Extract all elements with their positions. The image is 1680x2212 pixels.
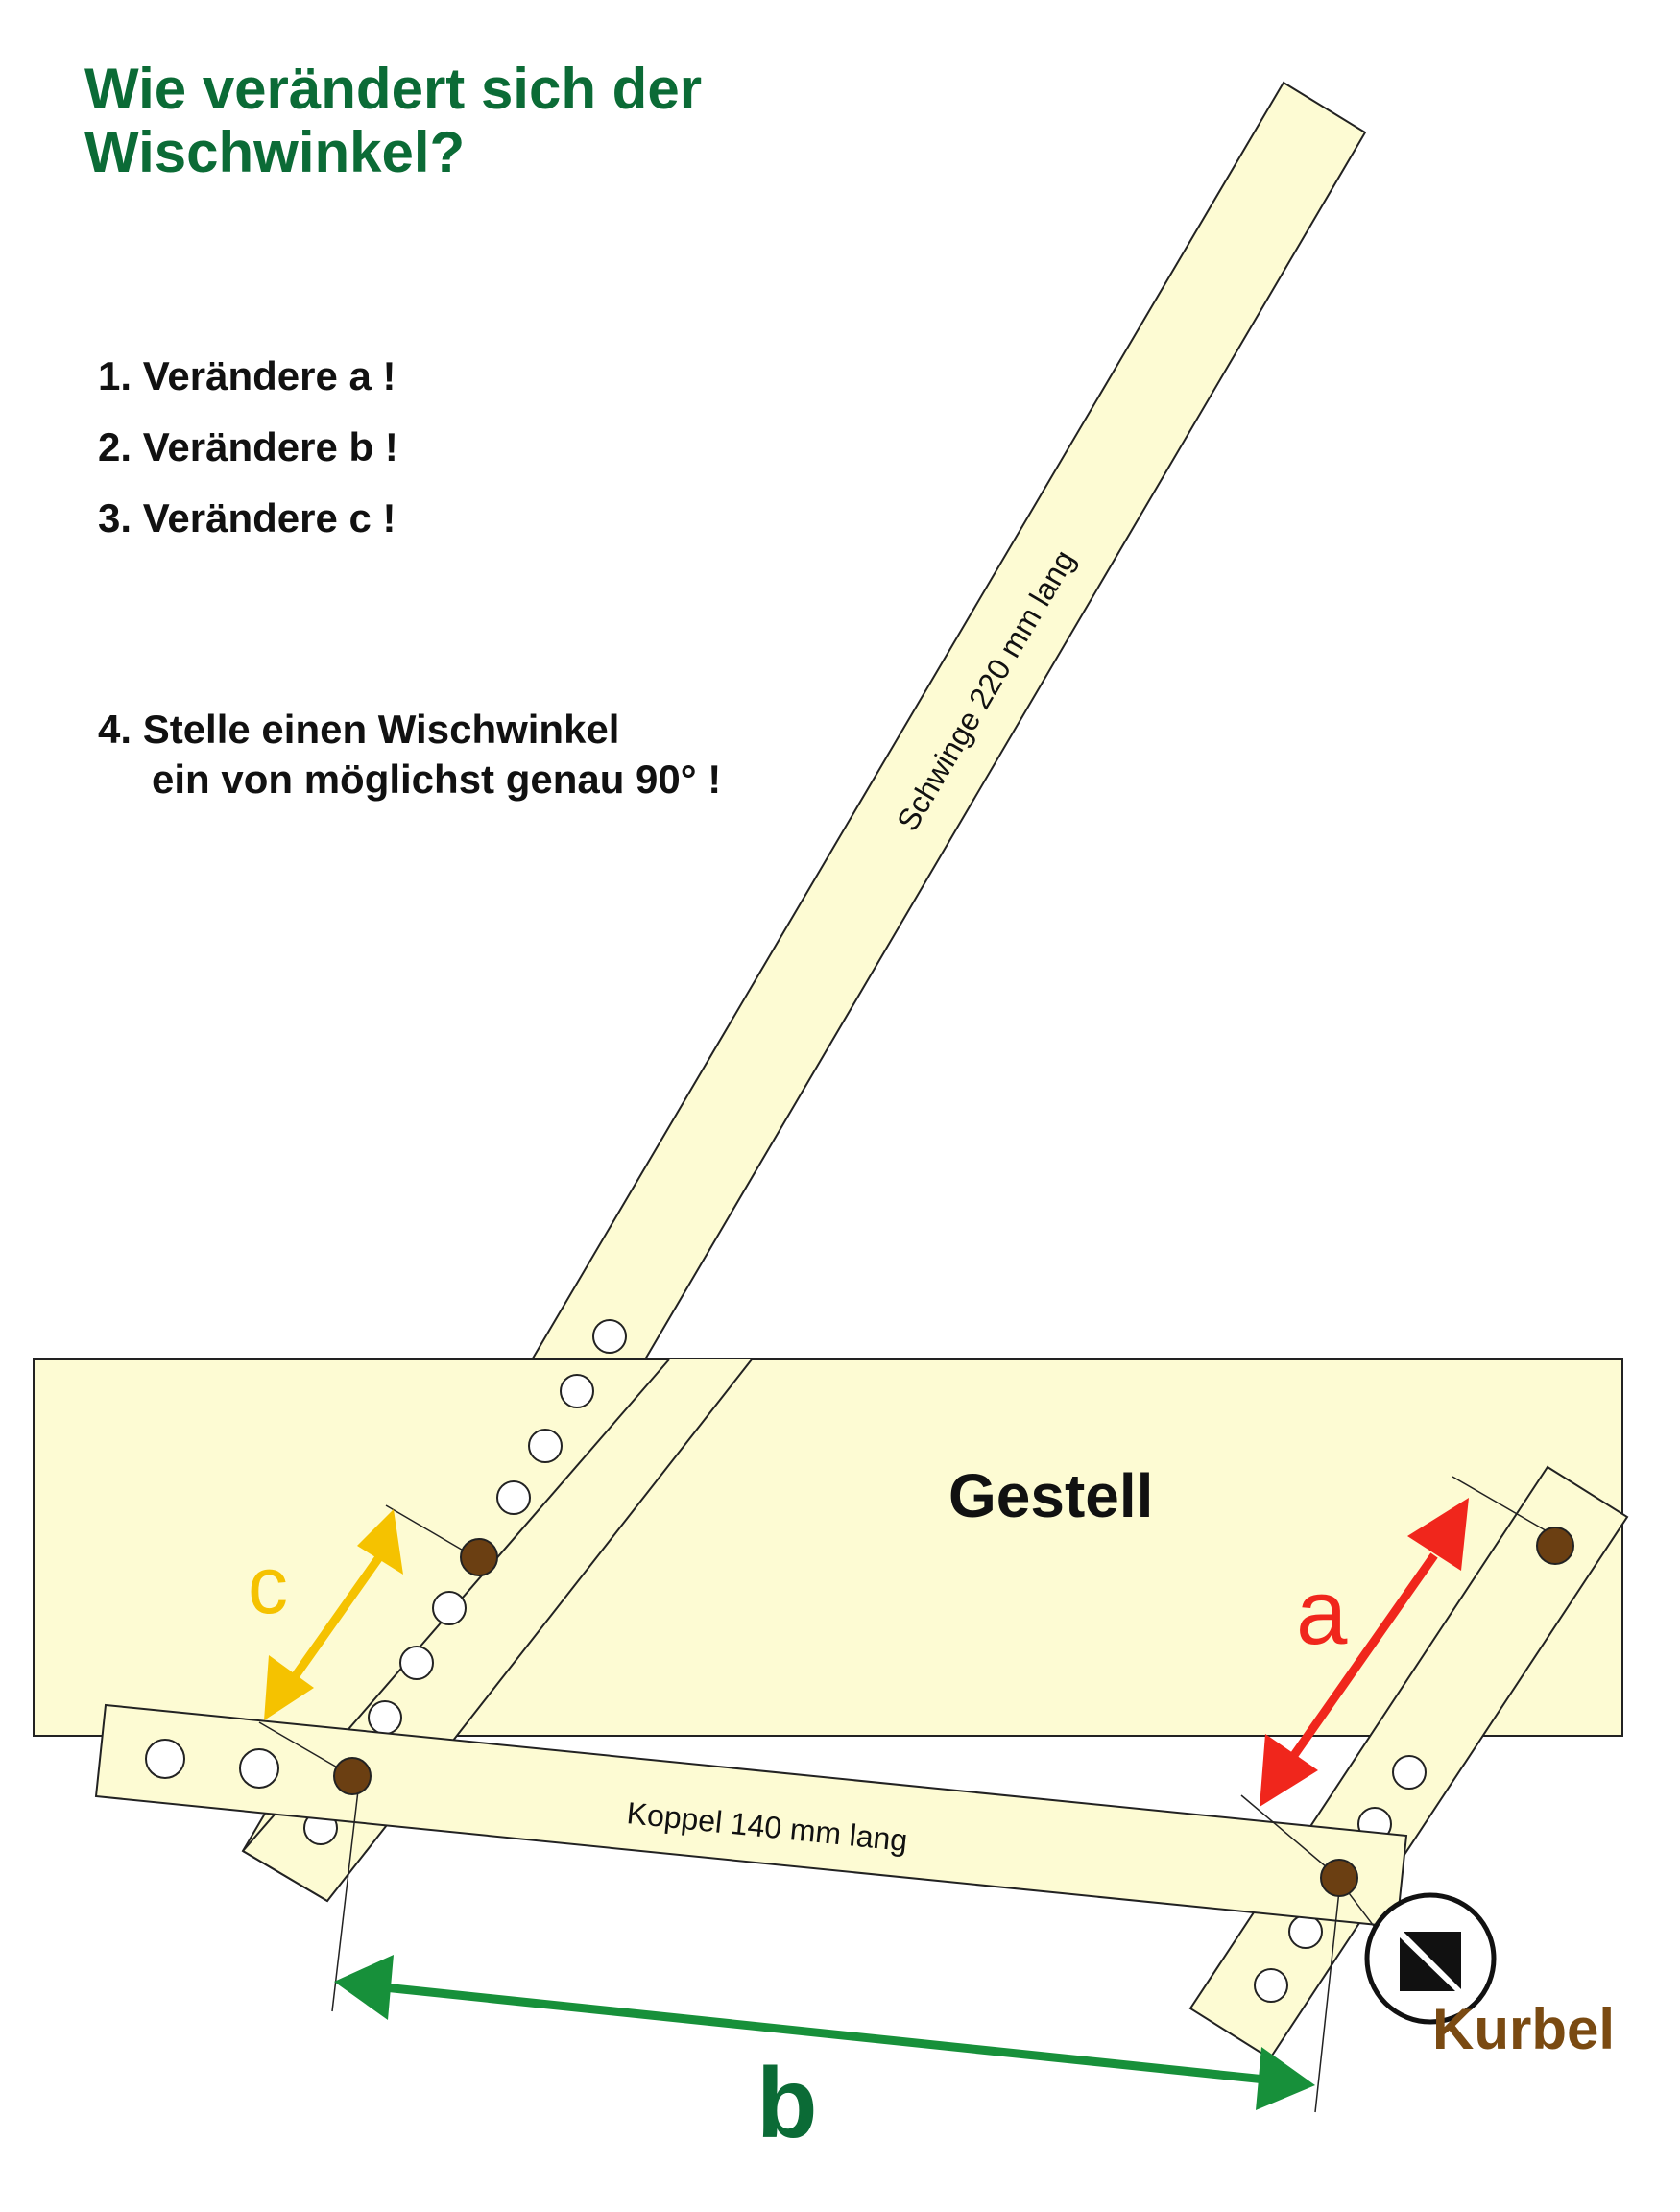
arrow-b: [334, 1955, 1315, 2110]
kurbel-label: Kurbel: [1432, 1997, 1615, 2061]
label-b: b: [756, 2048, 818, 2159]
task-3: 3. Verändere c !: [98, 495, 396, 541]
task-1: 1. Verändere a !: [98, 353, 396, 398]
arrow-c: [264, 1509, 403, 1720]
rotate-handle-icon[interactable]: [1364, 1892, 1497, 2025]
schwinge-holes: [303, 1319, 627, 1845]
page-title: Wie verändert sich der Wischwinkel?: [84, 57, 703, 184]
arrow-a: [1260, 1498, 1469, 1807]
pivot-joints: [333, 1527, 1574, 1897]
label-a: a: [1296, 1561, 1348, 1664]
kurbel-holes: [1254, 1755, 1427, 2003]
task-4: 4. Stelle einen Wischwinkel: [98, 707, 620, 752]
label-c: c: [248, 1540, 288, 1630]
task-2: 2. Verändere b !: [98, 424, 398, 469]
koppel-holes: [145, 1739, 279, 1789]
task-4-continued: ein von möglichst genau 90° !: [152, 757, 722, 802]
gestell-label: Gestell: [948, 1461, 1153, 1530]
